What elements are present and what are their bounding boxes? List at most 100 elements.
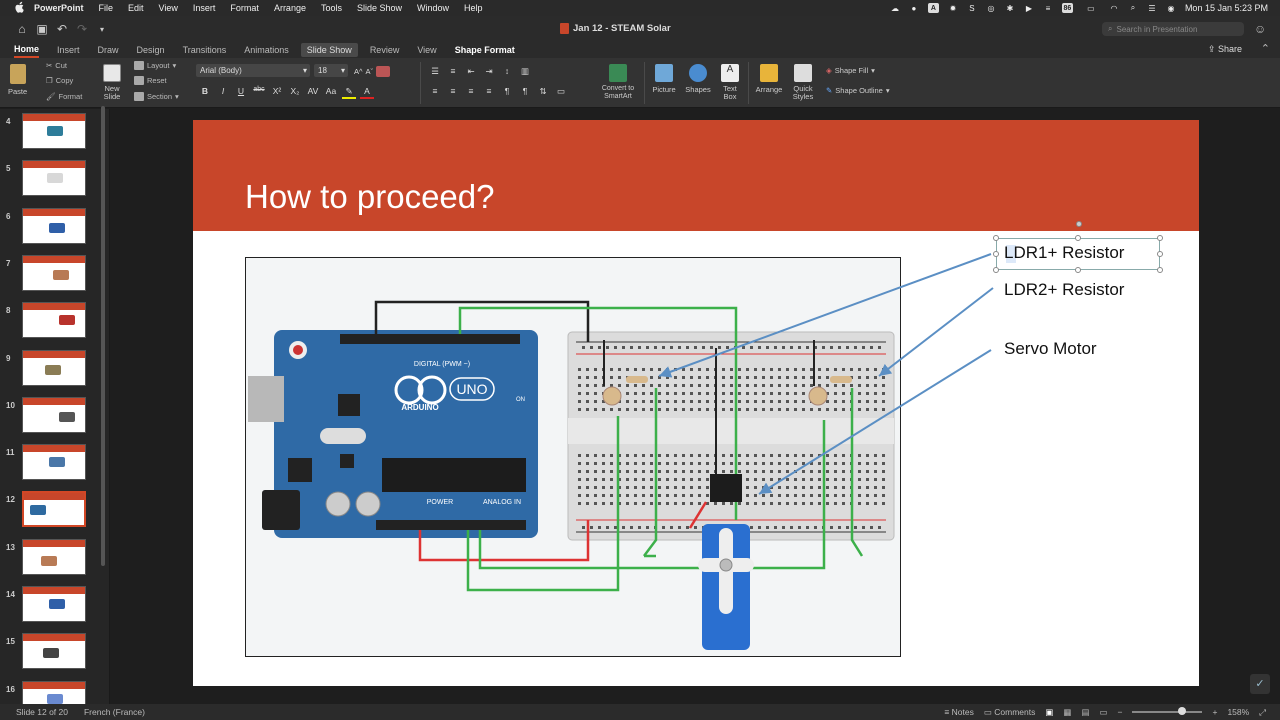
text-direction-icon[interactable]: ⇅ — [539, 86, 547, 96]
reset-button[interactable]: Reset — [134, 76, 167, 85]
bold-icon[interactable]: B — [201, 86, 209, 96]
reading-view-icon[interactable]: ▤ — [1081, 706, 1090, 717]
slide-thumbnail[interactable]: 4 — [0, 113, 100, 153]
zoom-level[interactable]: 158% — [1227, 707, 1250, 717]
circuit-diagram-image[interactable]: UNO ARDUINO DIGITAL (PWM ~) POWER ANALOG… — [245, 257, 901, 657]
slide-thumbnail[interactable]: 11 — [0, 444, 100, 484]
increase-indent-icon[interactable]: ⇥ — [485, 66, 493, 76]
resize-handle[interactable] — [1157, 235, 1163, 241]
resize-handle[interactable] — [1157, 267, 1163, 273]
menu-file[interactable]: File — [98, 3, 114, 13]
fit-slide-icon[interactable]: ⤢ — [1259, 706, 1266, 717]
meet-icon[interactable]: ● — [911, 3, 917, 13]
redo-icon[interactable]: ↷ — [76, 22, 88, 36]
slide-thumbnail[interactable]: 10 — [0, 396, 100, 437]
decrease-font-icon[interactable]: Aˇ — [365, 67, 374, 76]
tab-draw[interactable]: Draw — [97, 45, 119, 55]
columns-icon[interactable]: ▥ — [520, 66, 530, 76]
numbering-icon[interactable]: ≡ — [450, 66, 456, 76]
share-button[interactable]: ⇪ Share — [1208, 44, 1242, 55]
shapes-button[interactable]: Shapes — [684, 64, 712, 94]
resize-handle[interactable] — [1075, 235, 1081, 241]
slide-thumbnail[interactable]: 9 — [0, 349, 100, 390]
slide-thumbnail[interactable]: 15 — [0, 633, 100, 673]
tab-home[interactable]: Home — [14, 42, 40, 58]
menu-format[interactable]: Format — [230, 3, 259, 13]
battery-icon[interactable]: ▭ — [1087, 3, 1095, 13]
search-presentation-field[interactable]: ⌕ Search in Presentation — [1102, 22, 1244, 36]
italic-icon[interactable]: I — [221, 86, 225, 96]
font-a-icon[interactable]: A — [927, 3, 939, 13]
undo-icon[interactable]: ↶ — [56, 22, 68, 36]
align-left-icon[interactable]: ≡ — [432, 86, 438, 96]
font-color-icon[interactable]: A — [360, 86, 374, 99]
tab-view[interactable]: View — [417, 45, 437, 55]
comments-button[interactable]: ▭ Comments — [984, 707, 1036, 718]
thumbnail-scrollbar[interactable] — [101, 106, 105, 566]
font-name-select[interactable]: Arial (Body)▾ — [196, 64, 310, 77]
slide-thumbnail[interactable]: 13 — [0, 538, 100, 579]
slide-thumbnail[interactable]: 8 — [0, 302, 100, 342]
tab-slide-show[interactable]: Slide Show — [300, 43, 358, 57]
cut-button[interactable]: ✂Cut — [46, 61, 67, 70]
customize-toolbar-icon[interactable]: ▾ — [99, 24, 104, 34]
shape-outline-button[interactable]: ✎Shape Outline▾ — [826, 86, 890, 95]
siri-icon[interactable]: ◉ — [1167, 3, 1175, 13]
slide-thumbnail[interactable]: 12 — [0, 491, 100, 531]
layout-button[interactable]: Layout▾ — [134, 61, 176, 70]
line-spacing-icon[interactable]: ↕ — [504, 66, 510, 76]
current-slide[interactable]: How to proceed? — [193, 120, 1199, 686]
home-icon[interactable]: ⌂ — [18, 22, 26, 36]
checkmark-icon[interactable]: ✓ — [1250, 674, 1270, 694]
sync-icon[interactable]: S — [969, 3, 975, 13]
highlight-icon[interactable]: ✎ — [342, 86, 356, 99]
menu-slide-show[interactable]: Slide Show — [356, 3, 403, 13]
slide-thumbnail[interactable]: 6 — [0, 207, 100, 248]
subscript-icon[interactable]: X₂ — [290, 86, 300, 96]
format-painter-button[interactable]: 🖌︎Format — [46, 92, 82, 101]
rtl-icon[interactable]: ¶ — [522, 86, 528, 96]
strikethrough-icon[interactable]: abc — [253, 86, 265, 93]
slide-thumbnail[interactable]: 5 — [0, 160, 100, 200]
menu-app-name[interactable]: PowerPoint — [34, 3, 84, 13]
align-center-icon[interactable]: ≡ — [450, 86, 456, 96]
search-icon[interactable]: ⌕ — [1130, 3, 1136, 12]
slide-sorter-icon[interactable]: ▦ — [1063, 706, 1072, 717]
label-servo-motor[interactable]: Servo Motor — [1004, 339, 1097, 358]
apple-icon[interactable] — [12, 1, 26, 15]
wifi-icon[interactable]: ◠ — [1110, 3, 1118, 13]
bluetooth-icon[interactable]: ✱ — [1006, 3, 1014, 13]
menu-help[interactable]: Help — [464, 3, 483, 13]
zoom-in-icon[interactable]: + — [1212, 707, 1218, 717]
tab-animations[interactable]: Animations — [244, 45, 289, 55]
slide-thumbnail[interactable]: 16 — [0, 680, 100, 704]
change-case-icon[interactable]: Aa — [325, 86, 337, 96]
font-size-select[interactable]: 18▾ — [314, 64, 348, 77]
zoom-out-icon[interactable]: − — [1117, 707, 1123, 717]
slide-thumbnail[interactable]: 7 — [0, 254, 100, 295]
increase-font-icon[interactable]: A^ — [354, 67, 363, 76]
feedback-smiley-icon[interactable]: ☺ — [1254, 22, 1267, 36]
zoom-slider[interactable] — [1132, 707, 1203, 715]
tab-review[interactable]: Review — [369, 45, 400, 55]
arrange-button[interactable]: Arrange — [754, 64, 784, 94]
rotate-handle-icon[interactable] — [1076, 221, 1082, 227]
collapse-ribbon-icon[interactable]: ⌃ — [1260, 43, 1270, 55]
save-icon[interactable]: ▣ — [36, 22, 48, 36]
airdrop-icon[interactable]: ◎ — [987, 3, 995, 13]
play-icon[interactable]: ▶ — [1025, 3, 1033, 13]
tab-transitions[interactable]: Transitions — [182, 45, 227, 55]
sliders-icon[interactable]: ≡ — [1045, 3, 1051, 13]
resize-handle[interactable] — [1075, 267, 1081, 273]
resize-handle[interactable] — [993, 251, 999, 257]
tab-insert[interactable]: Insert — [57, 45, 80, 55]
battery-percent-icon[interactable]: 86 — [1061, 3, 1073, 13]
section-button[interactable]: Section▾ — [134, 92, 179, 101]
resize-handle[interactable] — [1157, 251, 1163, 257]
shape-fill-button[interactable]: ◈Shape Fill▾ — [826, 66, 875, 75]
language-indicator[interactable]: French (France) — [83, 707, 145, 717]
notes-button[interactable]: ≡ Notes — [944, 707, 974, 717]
ltr-icon[interactable]: ¶ — [504, 86, 510, 96]
